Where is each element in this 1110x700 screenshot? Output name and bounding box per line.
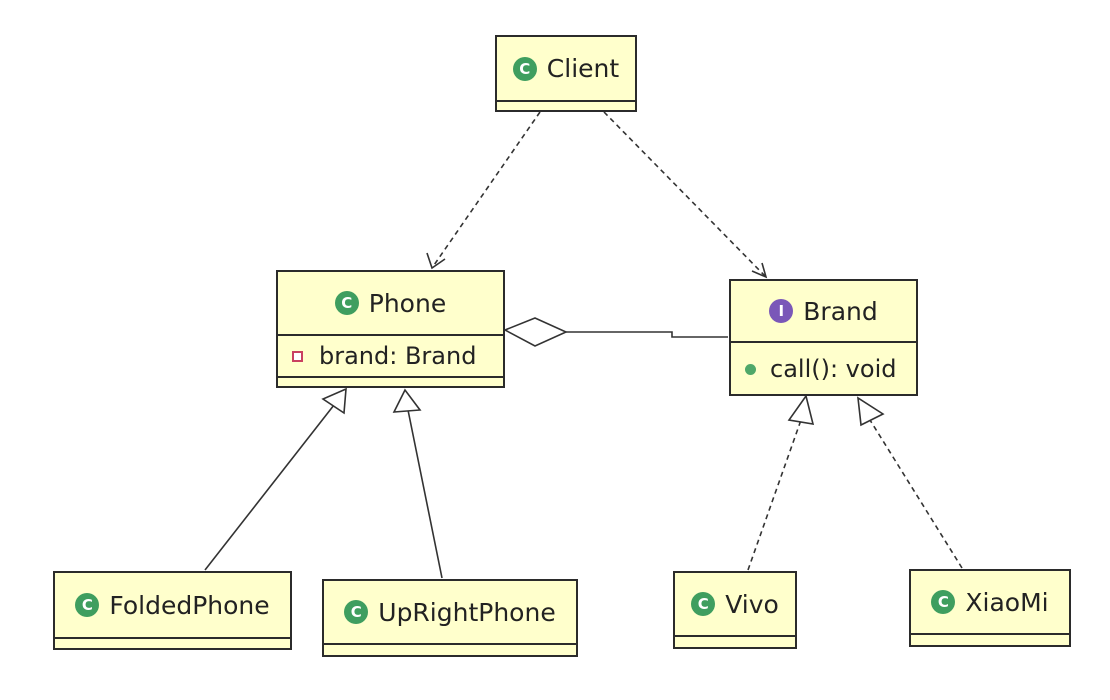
class-xiaomi[interactable]: C XiaoMi (909, 569, 1071, 647)
class-phone-header: C Phone (278, 272, 503, 334)
generalization-foldedphone-phone (204, 387, 347, 571)
class-uprightphone-header: C UpRightPhone (324, 581, 576, 643)
class-foldedphone-header: C FoldedPhone (55, 573, 290, 637)
class-name-foldedphone: FoldedPhone (109, 590, 270, 620)
public-method-icon (745, 363, 756, 375)
class-name-uprightphone: UpRightPhone (378, 597, 556, 627)
class-phone[interactable]: C Phone brand: Brand (276, 270, 505, 388)
class-uprightphone-divider (324, 643, 576, 649)
dependency-client-phone (426, 111, 541, 270)
generalization-uprightphone-phone (392, 388, 443, 579)
class-uprightphone[interactable]: C UpRightPhone (322, 579, 578, 657)
class-phone-divider (278, 376, 503, 382)
class-name-xiaomi: XiaoMi (965, 587, 1049, 617)
class-foldedphone-divider (55, 637, 290, 643)
class-vivo-divider (675, 635, 795, 641)
interface-brand-header: I Brand (731, 281, 916, 341)
interface-icon: I (769, 299, 794, 323)
interface-brand[interactable]: I Brand call(): void (729, 279, 918, 396)
class-icon: C (512, 56, 537, 81)
attribute-brand: brand: Brand (319, 342, 477, 370)
class-client-header: C Client (497, 37, 635, 100)
class-phone-attributes: brand: Brand (278, 334, 503, 376)
dependency-client-brand (603, 111, 768, 279)
class-icon: C (931, 590, 956, 614)
interface-brand-methods: call(): void (731, 349, 916, 389)
class-icon: C (344, 600, 369, 624)
class-xiaomi-divider (911, 633, 1069, 639)
class-icon: C (334, 291, 359, 315)
class-vivo-header: C Vivo (675, 573, 795, 635)
class-xiaomi-header: C XiaoMi (911, 571, 1069, 633)
class-foldedphone[interactable]: C FoldedPhone (53, 571, 292, 650)
realization-vivo-brand (747, 394, 815, 571)
method-call: call(): void (770, 355, 897, 383)
interface-name-brand: Brand (803, 296, 878, 326)
interface-brand-divider (731, 341, 916, 349)
class-vivo[interactable]: C Vivo (673, 571, 797, 649)
class-name-client: Client (546, 54, 620, 83)
private-field-icon (292, 350, 303, 362)
realization-xiaomi-brand (857, 396, 963, 569)
class-name-phone: Phone (368, 288, 447, 318)
class-client[interactable]: C Client (495, 35, 637, 112)
class-name-vivo: Vivo (725, 589, 779, 619)
aggregation-phone-brand (503, 317, 728, 347)
class-icon: C (691, 592, 716, 616)
class-icon: C (75, 593, 100, 617)
class-client-divider (497, 100, 635, 106)
